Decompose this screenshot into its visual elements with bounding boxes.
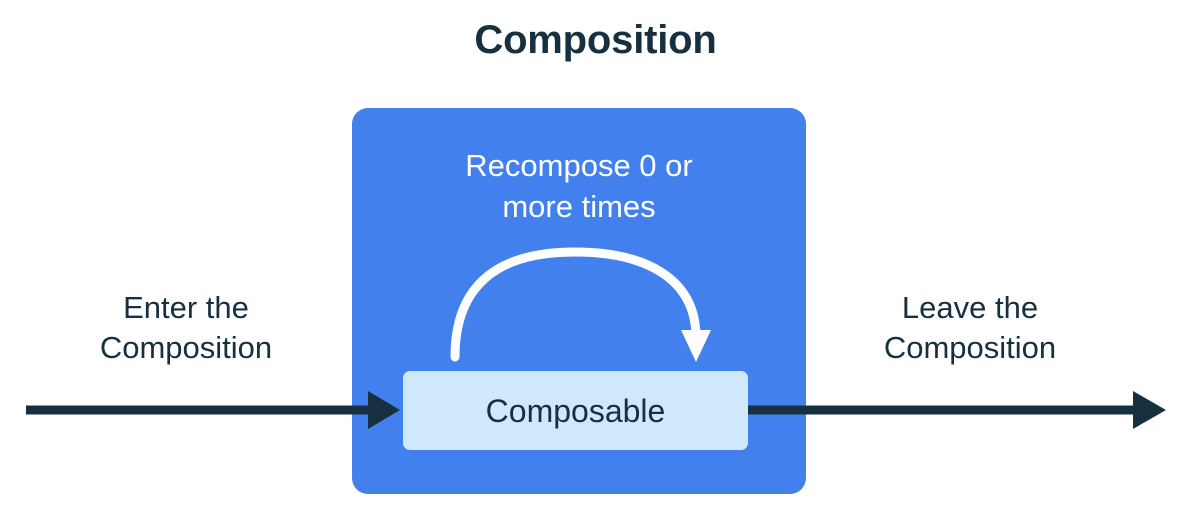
- composable-node[interactable]: Composable: [403, 371, 748, 450]
- leave-composition-label: Leave the Composition: [820, 288, 1120, 367]
- enter-composition-label-line-2: Composition: [99, 329, 273, 365]
- leave-composition-label-line-2: Composition: [883, 329, 1057, 365]
- enter-composition-label: Enter the Composition: [36, 288, 336, 367]
- page-title: Composition: [474, 18, 717, 62]
- composable-label: Composable: [485, 392, 666, 429]
- recompose-caption-line-2: more times: [502, 188, 656, 224]
- recompose-caption: Recompose 0 or more times: [378, 146, 780, 228]
- enter-composition-arrow: [26, 391, 400, 429]
- recompose-caption-line-1: Recompose 0 or: [465, 148, 693, 183]
- leave-composition-label-line-1: Leave the: [901, 290, 1039, 325]
- enter-composition-label-line-1: Enter the: [123, 290, 249, 325]
